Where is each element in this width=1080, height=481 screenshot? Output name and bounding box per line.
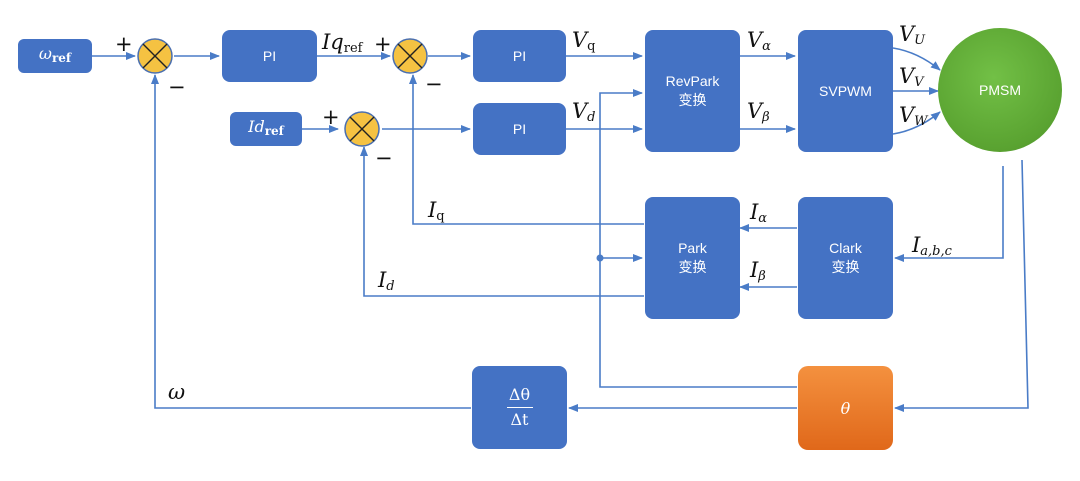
sum1-plus-sign: + [115,32,133,56]
id-ref-input: Idref [230,112,302,146]
revpark-block: RevPark 变换 [645,30,740,152]
theta-block: θ [798,366,893,450]
clark-block: Clark 变换 [798,197,893,319]
id-ref-symbol: Id [248,117,265,136]
line-i-abc [894,166,1004,262]
sum3-plus-sign: + [322,105,340,129]
line-vu [892,47,941,71]
line-vw [892,111,941,135]
fraction-bar [506,407,533,408]
label-i-beta: Iβ [750,258,766,284]
label-iq: Iq [428,198,445,224]
park-sublabel: 变换 [678,259,707,275]
label-iq-ref: Iqref [322,30,363,56]
pi-q-label: PI [512,47,527,64]
pmsm-label: PMSM [979,82,1021,98]
label-vq: Vq [572,28,596,54]
summing-junction-1 [137,38,173,74]
derivative-numerator: Δθ [508,385,531,404]
theta-label: θ [840,398,851,418]
omega-ref-input: ωref [18,39,92,73]
pi-speed-label: PI [262,47,277,64]
line-iq-feedback [409,74,644,225]
label-i-abc: Ia,b,c [912,233,952,259]
label-vv: VV [899,64,924,90]
label-id: Id [378,268,395,294]
label-vw: VW [899,103,928,129]
label-omega: ω [168,380,186,404]
line-motor-to-theta [894,159,1029,412]
sum3-minus-sign: − [375,146,393,170]
label-i-alpha: Iα [750,200,768,226]
clark-sublabel: 变换 [831,259,860,275]
label-vu: VU [899,22,926,48]
svpwm-label: SVPWM [819,82,872,99]
id-ref-subscript: ref [264,124,284,138]
park-label: Park [678,240,707,256]
sum1-minus-sign: − [168,75,186,99]
pi-speed-block: PI [222,30,317,82]
derivative-denominator: Δt [510,410,529,429]
sum2-minus-sign: − [425,72,443,96]
derivative-fraction: Δθ Δt [506,384,533,431]
svpwm-block: SVPWM [798,30,893,152]
omega-ref-subscript: ref [51,51,72,65]
clark-label: Clark [829,240,862,256]
label-v-alpha: Vα [747,28,771,54]
label-vd: Vd [572,99,596,125]
line-id-feedback [360,146,644,297]
revpark-label: RevPark [665,73,720,89]
summing-junction-2 [392,38,428,74]
label-v-beta: Vβ [747,99,770,125]
revpark-sublabel: 变换 [678,92,707,108]
pmsm-motor: PMSM [938,28,1062,152]
junction-dot [596,254,604,262]
pi-d-block: PI [473,103,566,155]
pi-q-block: PI [473,30,566,82]
sum2-plus-sign: + [374,32,392,56]
derivative-block: Δθ Δt [472,366,567,449]
pi-d-label: PI [512,120,527,137]
summing-junction-3 [344,111,380,147]
omega-ref-symbol: ω [38,44,52,63]
line-omega-feedback [151,74,471,409]
line-theta-to-revpark [599,89,797,388]
park-block: Park 变换 [645,197,740,319]
